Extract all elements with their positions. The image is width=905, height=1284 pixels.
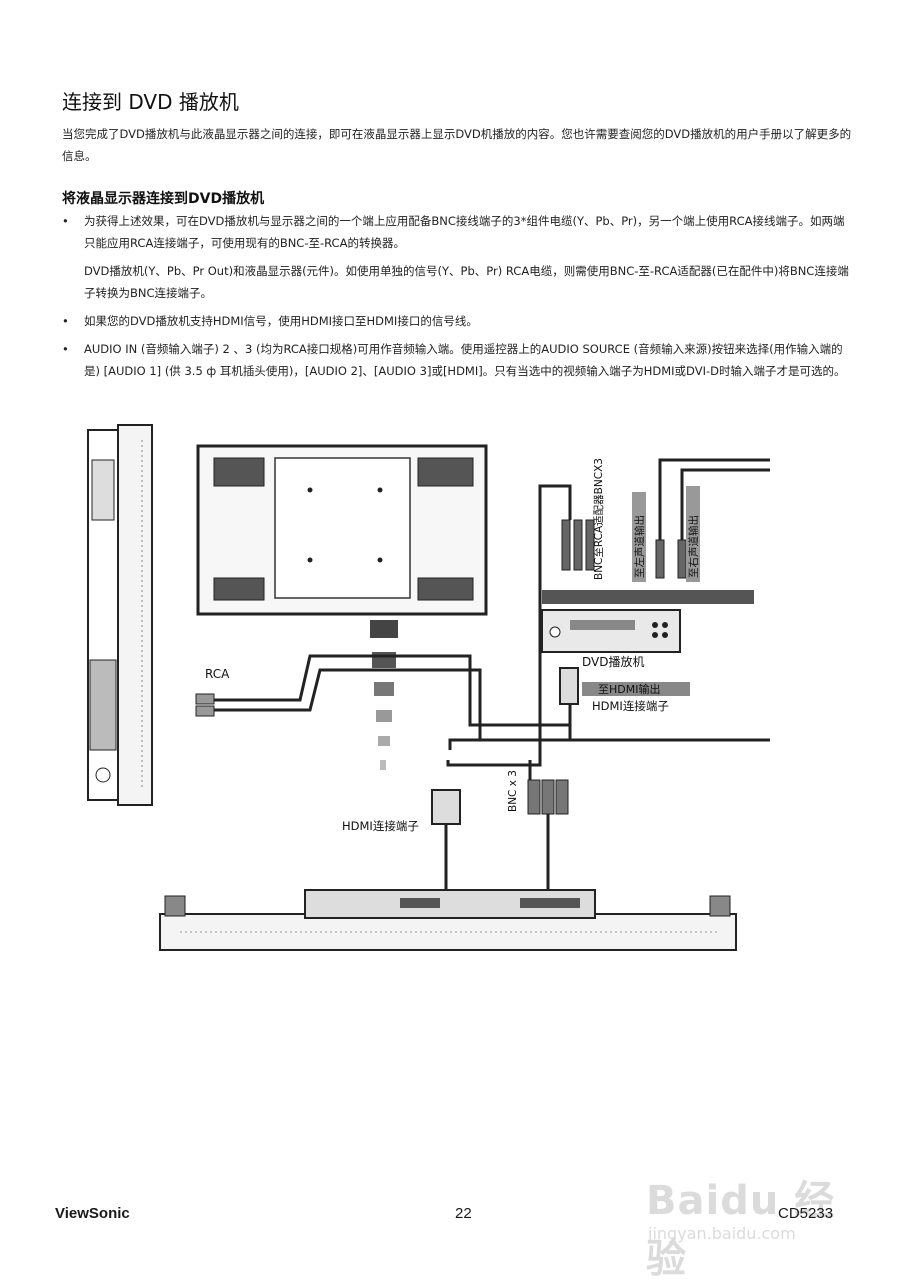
baidu-watermark: Baidu 经验 jingyan.baidu.com [640,1140,870,1282]
footer-brand: ViewSonic [55,1205,130,1222]
intro-paragraph: 当您完成了DVD播放机与此液晶显示器之间的连接，即可在液晶显示器上显示DVD机播… [62,127,852,163]
right-audio-label-bg [686,486,700,582]
bullet-item: • 为获得上述效果，可在DVD播放机与显示器之间的一个端上应用配备BNC接线端子… [62,210,852,254]
dvd-player [541,590,754,653]
bullet-text: AUDIO IN (音频输入端子) 2 、3 (均为RCA接口规格)可用作音频输… [84,342,846,378]
bullet-list: • 为获得上述效果，可在DVD播放机与显示器之间的一个端上应用配备BNC接线端子… [62,210,852,388]
rca-plugs [195,693,215,717]
bullet-dot: • [62,342,69,356]
bullet-continuation: DVD播放机(Y、Pb、Pr Out)和液晶显示器(元件)。如使用单独的信号(Y… [84,264,849,300]
hdmi-out-label: 至HDMI输出 [598,682,660,696]
footer-page-number: 22 [455,1205,472,1222]
dvd-player-label: DVD播放机 [582,654,644,669]
page-title: 连接到 DVD 播放机 [62,90,239,114]
monitor-back-view [196,444,488,616]
bullet-item: • AUDIO IN (音频输入端子) 2 、3 (均为RCA接口规格)可用作音… [62,338,852,382]
bullet-dot: • [62,214,69,228]
hdmi-connector-top-label: HDMI连接端子 [592,699,669,713]
hdmi-connector-bottom-label: HDMI连接端子 [342,819,419,833]
cables [210,458,770,800]
bullet-dot: • [62,314,69,328]
right-audio-out-label: 至右声道输出 [687,515,700,578]
watermark-main-text: Baidu 经验 [646,1178,836,1282]
left-audio-label-bg [632,492,646,582]
monitor-side-view [87,424,153,806]
bullet-text: 如果您的DVD播放机支持HDMI信号，使用HDMI接口至HDMI接口的信号线。 [84,314,478,328]
bnc-x3-label: BNC x 3 [507,770,519,812]
left-audio-out-label: 至左声道输出 [633,515,646,578]
bnc-rca-adapter-plugs [561,519,595,571]
watermark-url-text: jingyan.baidu.com [648,1224,796,1243]
bnc-rca-adapter-label: BNC至RCA适配器BNCX3 [593,458,605,580]
bullet-text: 为获得上述效果，可在DVD播放机与显示器之间的一个端上应用配备BNC接线端子的3… [84,214,845,250]
section-subtitle: 将液晶显示器连接到DVD播放机 [62,191,265,207]
footer-model: CD5233 [778,1205,834,1222]
bullet-item: • 如果您的DVD播放机支持HDMI信号，使用HDMI接口至HDMI接口的信号线… [62,310,852,332]
rca-label: RCA [205,667,230,681]
audio-plugs [655,539,687,579]
monitor-bottom-view [159,889,737,951]
hdmi-out-label-bg [582,682,690,696]
connection-diagram: RCA BNC至RCA适配器BNCX3 至左声道输出 至右声道输出 DVD播放机… [87,424,770,951]
stand-arrow [370,620,398,770]
